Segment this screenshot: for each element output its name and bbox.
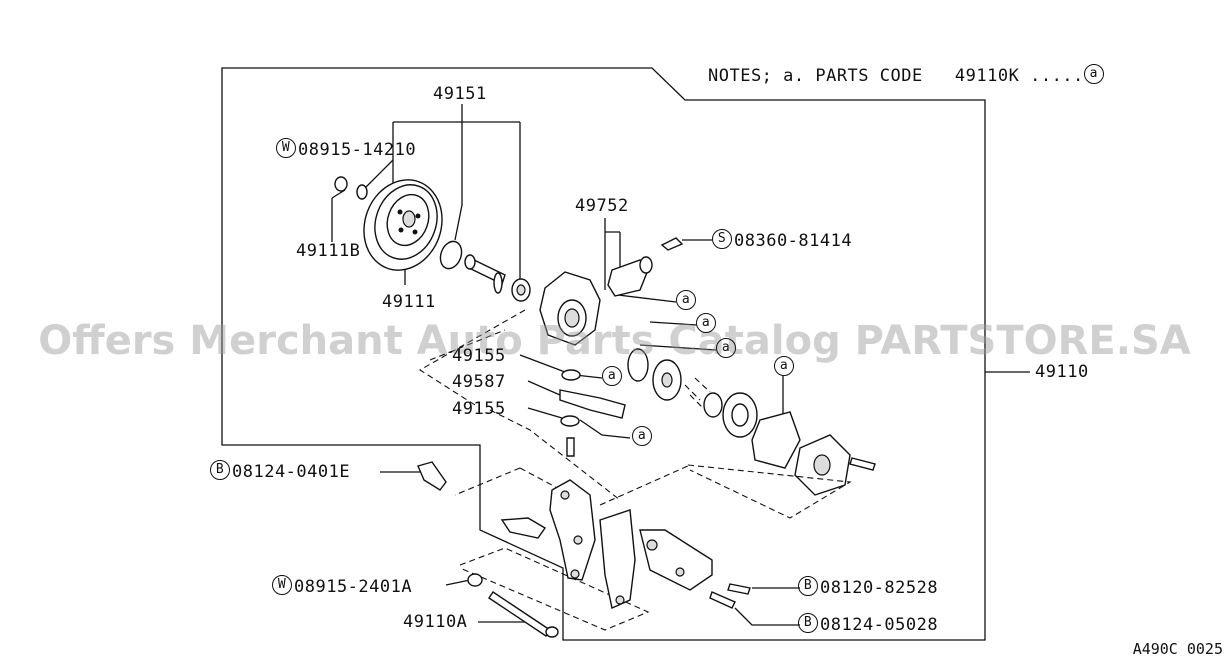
washer-49155-b bbox=[560, 415, 580, 427]
bolt-08124-05028 bbox=[709, 591, 736, 609]
marker-a-4: a bbox=[774, 356, 796, 378]
nut-49111b bbox=[334, 176, 348, 192]
pump-shaft bbox=[464, 254, 506, 294]
screw-08360-81414 bbox=[660, 237, 684, 251]
leader-49587 bbox=[527, 380, 561, 396]
assembly-boundary bbox=[221, 67, 986, 641]
marker-a-3: a bbox=[716, 338, 738, 360]
mounting-bracket-rear bbox=[599, 509, 636, 609]
leader-49111b bbox=[331, 189, 346, 242]
washer-08915-14210 bbox=[356, 184, 368, 200]
leader-49155-a bbox=[519, 354, 566, 373]
rotor bbox=[703, 392, 723, 418]
label-49111b: 49111B bbox=[296, 241, 361, 261]
label-49587: 49587 bbox=[452, 372, 506, 392]
leader-08124-05028 bbox=[734, 607, 800, 626]
bolt-08124-0401e bbox=[417, 461, 447, 491]
guide-lines bbox=[418, 309, 852, 631]
diagram-code: A490C 0025 bbox=[1132, 640, 1223, 658]
leader-49151 bbox=[392, 104, 521, 282]
marker-a-2: a bbox=[696, 313, 718, 335]
rear-cover bbox=[794, 434, 851, 496]
notes-prefix: NOTES; a. PARTS CODE bbox=[708, 66, 923, 86]
bolt-08120-82528 bbox=[727, 583, 751, 595]
b-prefix-1: B bbox=[210, 460, 230, 480]
notes-dots: ..... bbox=[1030, 66, 1084, 86]
w-prefix-1: W bbox=[276, 138, 296, 158]
pump-front-housing bbox=[539, 271, 601, 346]
b-prefix-3: B bbox=[798, 613, 818, 633]
mounting-bracket-front bbox=[549, 479, 596, 581]
notes-marker: a bbox=[1083, 64, 1104, 84]
snap-ring bbox=[439, 240, 463, 270]
leader-49752 bbox=[604, 218, 621, 290]
leader-08915-2401a bbox=[445, 579, 471, 586]
adjusting-bracket bbox=[639, 529, 713, 591]
washer-49155-a bbox=[561, 369, 581, 381]
washer-08915-2401a bbox=[467, 573, 483, 587]
leader-08915-14210 bbox=[364, 159, 394, 189]
label-49110: 49110 bbox=[1035, 362, 1089, 382]
small-stay bbox=[500, 517, 547, 539]
vanes bbox=[684, 377, 711, 411]
pulley bbox=[363, 179, 443, 271]
label-49151: 49151 bbox=[433, 84, 487, 104]
b-prefix-2: B bbox=[798, 576, 818, 596]
pressure-connector bbox=[607, 256, 653, 297]
rear-gasket bbox=[751, 411, 801, 469]
label-49752: 49752 bbox=[575, 196, 629, 216]
label-49110a: 49110A bbox=[403, 612, 468, 632]
bracket-49587 bbox=[559, 389, 626, 419]
o-ring bbox=[627, 348, 649, 382]
marker-a-5: a bbox=[602, 366, 624, 388]
w-prefix-2: W bbox=[272, 575, 292, 595]
label-49155-b: 49155 bbox=[452, 399, 506, 419]
bolt-small bbox=[566, 437, 575, 457]
marker-a-6: a bbox=[632, 426, 654, 448]
label-49111: 49111 bbox=[382, 292, 436, 312]
marker-a-1: a bbox=[676, 290, 698, 312]
s-prefix: S bbox=[712, 229, 732, 249]
long-bolt-49110a bbox=[488, 591, 551, 637]
rear-bolt bbox=[849, 457, 876, 471]
label-49155-a: 49155 bbox=[452, 346, 506, 366]
leader-49155-b bbox=[527, 407, 563, 419]
notes-code: 49110K bbox=[954, 66, 1020, 86]
notes: NOTES; a. PARTS CODE 49110K .....a bbox=[708, 64, 1106, 86]
